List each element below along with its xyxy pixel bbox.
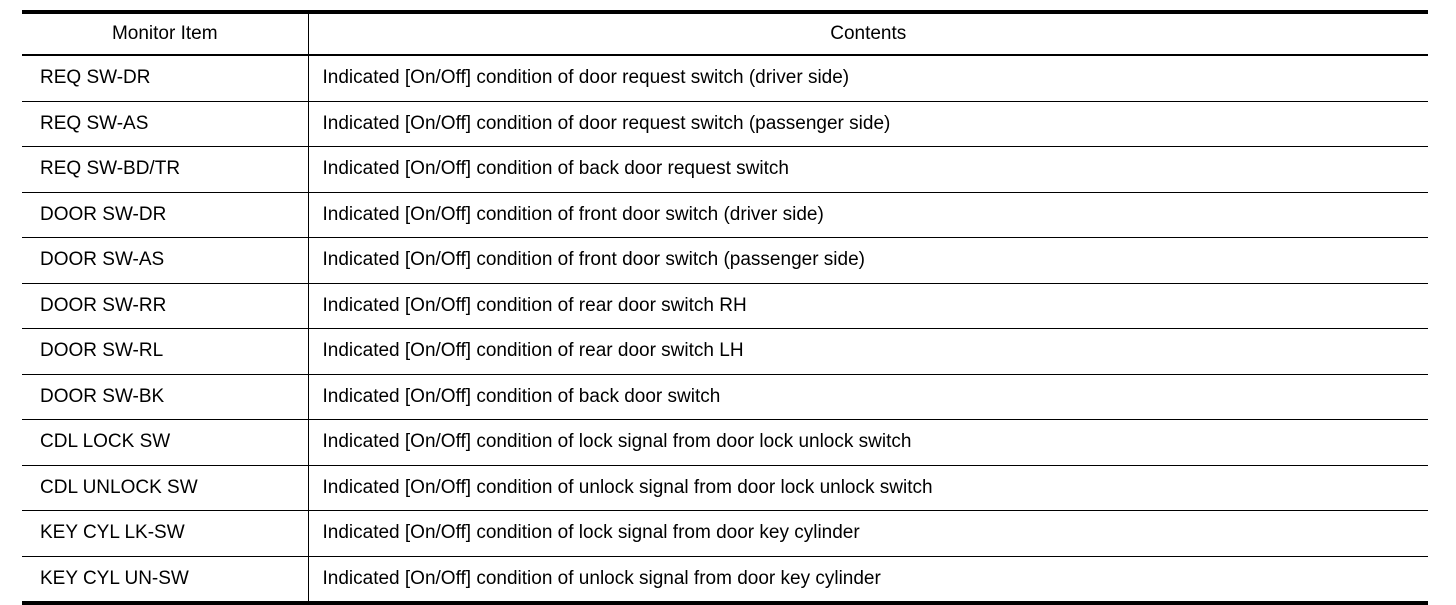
cell-monitor-item: KEY CYL UN-SW xyxy=(22,556,309,605)
column-header-contents: Contents xyxy=(308,10,1428,56)
cell-contents: Indicated [On/Off] condition of lock sig… xyxy=(308,510,1428,557)
cell-monitor-item: CDL UNLOCK SW xyxy=(22,465,309,511)
table-header-row: Monitor Item Contents xyxy=(22,10,1428,56)
cell-contents: Indicated [On/Off] condition of unlock s… xyxy=(308,556,1428,605)
cell-monitor-item: REQ SW-DR xyxy=(22,55,309,102)
cell-monitor-item: REQ SW-BD/TR xyxy=(22,146,309,193)
column-header-monitor-item: Monitor Item xyxy=(22,10,309,56)
cell-monitor-item: DOOR SW-RR xyxy=(22,283,309,329)
cell-monitor-item: DOOR SW-BK xyxy=(22,374,309,420)
cell-monitor-item: DOOR SW-AS xyxy=(22,237,309,284)
cell-contents: Indicated [On/Off] condition of rear doo… xyxy=(308,328,1428,375)
cell-contents: Indicated [On/Off] condition of front do… xyxy=(308,192,1428,238)
cell-contents: Indicated [On/Off] condition of back doo… xyxy=(308,374,1428,420)
cell-contents: Indicated [On/Off] condition of door req… xyxy=(308,55,1428,102)
cell-contents: Indicated [On/Off] condition of front do… xyxy=(308,237,1428,284)
cell-contents: Indicated [On/Off] condition of unlock s… xyxy=(308,465,1428,511)
cell-monitor-item: REQ SW-AS xyxy=(22,101,309,147)
cell-contents: Indicated [On/Off] condition of rear doo… xyxy=(308,283,1428,329)
cell-monitor-item: DOOR SW-DR xyxy=(22,192,309,238)
cell-contents: Indicated [On/Off] condition of door req… xyxy=(308,101,1428,147)
table-header: Monitor Item Contents xyxy=(22,10,1428,56)
cell-monitor-item: CDL LOCK SW xyxy=(22,419,309,466)
cell-contents: Indicated [On/Off] condition of back doo… xyxy=(308,146,1428,193)
cell-monitor-item: DOOR SW-RL xyxy=(22,328,309,375)
cell-contents: Indicated [On/Off] condition of lock sig… xyxy=(308,419,1428,466)
cell-monitor-item: KEY CYL LK-SW xyxy=(22,510,309,557)
